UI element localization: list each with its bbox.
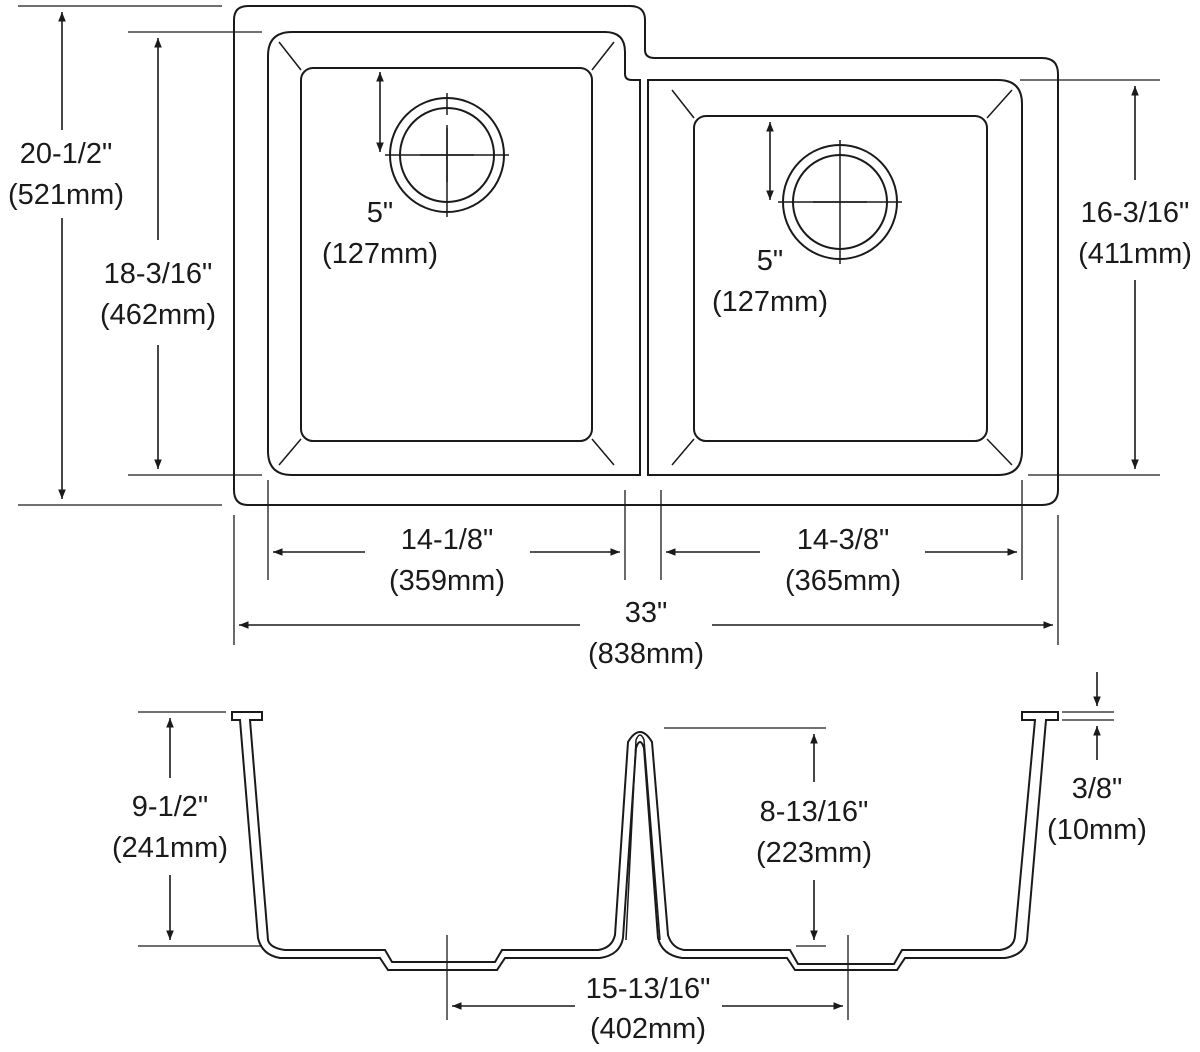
right-bowl-height-metric: (223mm) <box>756 837 872 869</box>
left-drain-offset-dimension: 5" (127mm) <box>322 72 438 270</box>
overall-depth-metric: (521mm) <box>8 179 124 211</box>
top-view: 20-1/2" (521mm) 18-3/16" (462mm) 16-3/16… <box>8 5 1192 670</box>
left-bowl-width-imperial: 14-1/8" <box>401 524 494 556</box>
left-bowl-basin <box>300 67 593 442</box>
overall-depth-imperial: 20-1/2" <box>20 138 113 170</box>
rim-thickness-dimension: 3/8" (10mm) <box>1047 672 1147 846</box>
right-bowl-depth-imperial: 16-3/16" <box>1081 197 1190 229</box>
drain-spacing-metric: (402mm) <box>590 1013 706 1045</box>
overall-width-dimension: 33" (838mm) <box>239 597 1053 670</box>
overall-width-metric: (838mm) <box>588 638 704 670</box>
right-bowl-basin <box>693 115 988 442</box>
drain-spacing-dimension: 15-13/16" (402mm) <box>452 973 843 1045</box>
right-bowl-width-metric: (365mm) <box>785 565 901 597</box>
left-bowl-depth-dimension: 18-3/16" (462mm) <box>100 38 216 469</box>
right-bowl-outline <box>647 79 1023 476</box>
divider-wall-inner <box>625 734 661 941</box>
left-bowl-height-metric: (241mm) <box>112 832 228 864</box>
left-drain <box>385 93 509 217</box>
top-extension-lines <box>18 5 1160 645</box>
rim-thickness-imperial: 3/8" <box>1072 773 1123 805</box>
front-extension-lines <box>138 711 1114 1020</box>
rim-thickness-metric: (10mm) <box>1047 814 1147 846</box>
left-bowl-height-dimension: 9-1/2" (241mm) <box>112 718 228 940</box>
left-bowl-corner-lines <box>278 41 615 466</box>
overall-width-imperial: 33" <box>625 597 668 629</box>
right-bowl-corner-lines <box>671 89 1013 466</box>
right-bowl-height-dimension: 8-13/16" (223mm) <box>756 734 872 940</box>
drain-spacing-imperial: 15-13/16" <box>586 973 711 1005</box>
right-drain <box>778 140 902 264</box>
left-bowl-width-dimension: 14-1/8" (359mm) <box>273 524 620 597</box>
left-drain-offset-metric: (127mm) <box>322 238 438 270</box>
right-drain-offset-dimension: 5" (127mm) <box>712 122 828 318</box>
left-drain-offset-imperial: 5" <box>367 197 393 229</box>
front-view: 9-1/2" (241mm) 8-13/16" (223mm) 3/8" (10… <box>112 672 1147 1045</box>
right-bowl-width-dimension: 14-3/8" (365mm) <box>666 524 1017 597</box>
left-bowl-depth-metric: (462mm) <box>100 299 216 331</box>
sink-outer-rim <box>233 5 1059 506</box>
left-bowl-height-imperial: 9-1/2" <box>132 791 208 823</box>
right-bowl-depth-metric: (411mm) <box>1078 238 1192 270</box>
overall-depth-dimension: 20-1/2" (521mm) <box>8 12 124 499</box>
left-bowl-width-metric: (359mm) <box>389 565 505 597</box>
right-bowl-height-imperial: 8-13/16" <box>760 796 869 828</box>
left-bowl-depth-imperial: 18-3/16" <box>104 258 213 290</box>
right-bowl-width-imperial: 14-3/8" <box>797 524 890 556</box>
right-bowl-depth-dimension: 16-3/16" (411mm) <box>1078 86 1192 469</box>
sink-section-outer <box>231 711 1059 971</box>
right-drain-offset-imperial: 5" <box>757 245 783 277</box>
right-drain-offset-metric: (127mm) <box>712 286 828 318</box>
